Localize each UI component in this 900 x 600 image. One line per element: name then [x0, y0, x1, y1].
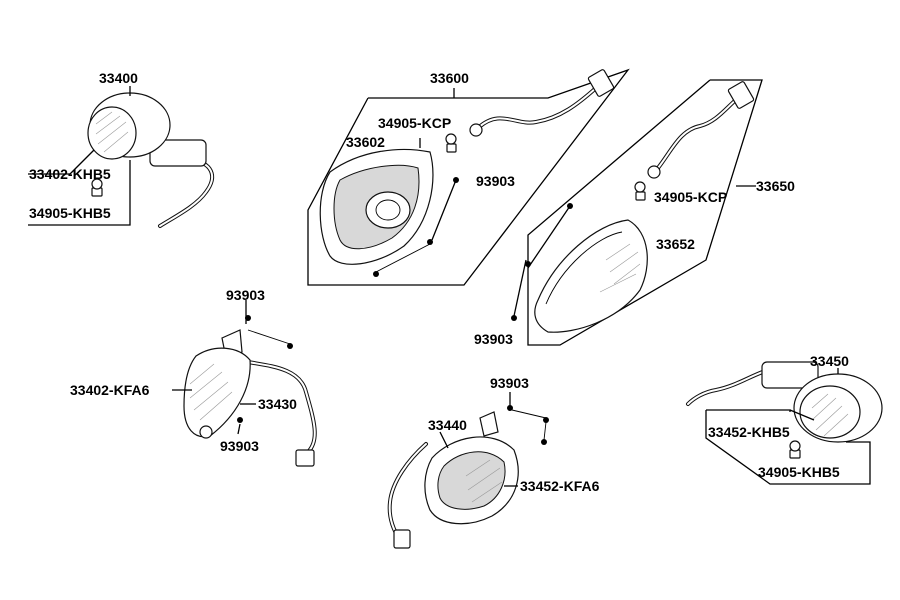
label-34905-khb5-a: 34905-KHB5 [29, 205, 111, 221]
label-33440: 33440 [428, 417, 467, 433]
bulb-icon [789, 440, 801, 459]
bulb-icon [445, 133, 457, 153]
label-33452-khb5: 33452-KHB5 [708, 424, 790, 440]
label-34905-kcp-b: 34905-KCP [654, 189, 727, 205]
label-33452-kfa6: 33452-KFA6 [520, 478, 600, 494]
label-93903-a: 93903 [476, 173, 515, 189]
label-33450: 33450 [810, 353, 849, 369]
label-34905-khb5-b: 34905-KHB5 [758, 464, 840, 480]
assembly-33450 [686, 361, 883, 485]
bulb-icon [91, 178, 103, 197]
assembly-33650 [511, 79, 763, 346]
label-33402-kfa6: 33402-KFA6 [70, 382, 150, 398]
label-33652: 33652 [656, 236, 695, 252]
label-33402-khb5: 33402-KHB5 [29, 166, 111, 182]
label-33650: 33650 [756, 178, 795, 194]
label-33600: 33600 [430, 70, 469, 86]
assembly-33400 [28, 86, 215, 228]
label-93903-d: 93903 [220, 438, 259, 454]
bulb-icon [634, 181, 646, 201]
assembly-33600 [307, 68, 630, 286]
assembly-33402-kfa6 [172, 300, 317, 467]
label-33602: 33602 [346, 134, 385, 150]
assembly-33440 [387, 392, 549, 549]
label-33400: 33400 [99, 70, 138, 86]
label-93903-c: 93903 [226, 287, 265, 303]
label-33430: 33430 [258, 396, 297, 412]
label-93903-e: 93903 [490, 375, 529, 391]
label-93903-b: 93903 [474, 331, 513, 347]
label-34905-kcp-a: 34905-KCP [378, 115, 451, 131]
